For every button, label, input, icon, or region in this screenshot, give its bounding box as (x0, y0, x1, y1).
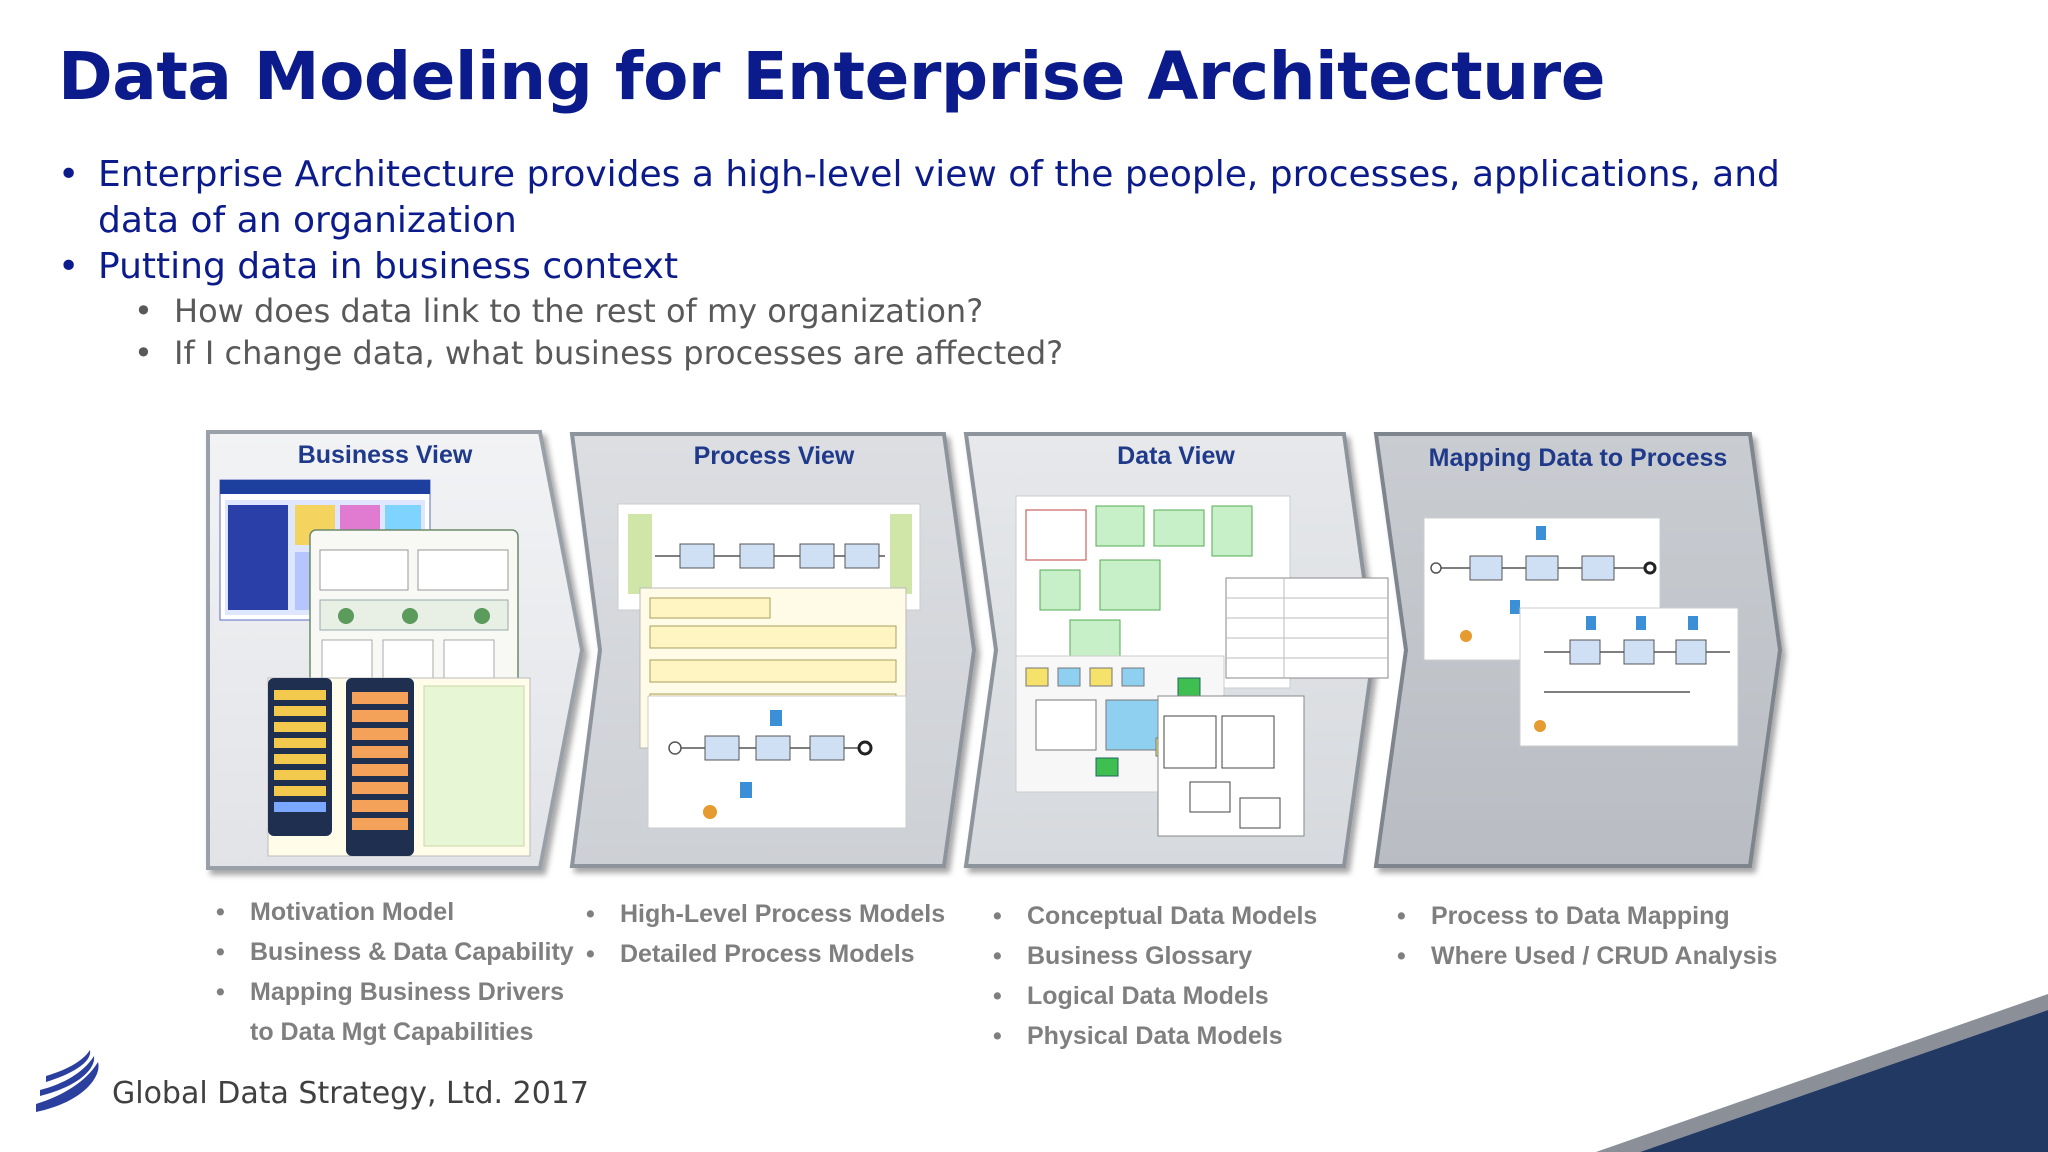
bullet-dot: • (216, 898, 225, 926)
bullet-dot: • (216, 978, 225, 1006)
bullet-text: Enterprise Architecture provides a high-… (98, 154, 1780, 241)
bullet-dot: • (993, 902, 1002, 930)
bullet-dot: • (1397, 942, 1406, 970)
list-item: •Motivation Model (216, 892, 574, 932)
bullet-list: • Enterprise Architecture provides a high… (58, 152, 1858, 374)
list-item: •Physical Data Models (993, 1016, 1317, 1056)
data-view-thumbnail (1015, 495, 1389, 837)
corner-accent-navy (1640, 1010, 2048, 1152)
sub-bullet-text: How does data link to the rest of my org… (174, 292, 984, 330)
list-item: •Business Glossary (993, 936, 1317, 976)
corner-accent-gray (1596, 994, 2048, 1152)
mapping-view-thumbnail (1423, 517, 1739, 747)
mapping-view-list: •Process to Data Mapping •Where Used / C… (1397, 896, 1777, 976)
slide-title: Data Modeling for Enterprise Architectur… (58, 38, 1605, 115)
bullet-dot: • (216, 938, 225, 966)
bullet-item: • Enterprise Architecture provides a high… (58, 152, 1858, 244)
bullet-dot: • (586, 900, 595, 928)
bullet-dot: • (58, 246, 80, 287)
panel-title-process-view: Process View (694, 442, 855, 470)
list-item: •Business & Data Capability (216, 932, 574, 972)
list-item: •Mapping Business Drivers (216, 972, 574, 1012)
bullet-dot: • (58, 154, 80, 195)
list-item: •Process to Data Mapping (1397, 896, 1777, 936)
data-view-list: •Conceptual Data Models •Business Glossa… (993, 896, 1317, 1056)
process-view-thumbnail (617, 503, 921, 829)
list-item: •Conceptual Data Models (993, 896, 1317, 936)
list-item: •Logical Data Models (993, 976, 1317, 1016)
panel-title-mapping-view: Mapping Data to Process (1429, 444, 1728, 472)
process-view-list: •High-Level Process Models •Detailed Pro… (586, 894, 945, 974)
business-view-thumbnail (219, 479, 531, 857)
bullet-dot: • (993, 1022, 1002, 1050)
bullet-dot: • (134, 292, 153, 330)
sub-bullet-item: • If I change data, what business process… (58, 332, 1858, 374)
bullet-dot: • (586, 940, 595, 968)
bullet-dot: • (134, 334, 153, 372)
list-item: •Where Used / CRUD Analysis (1397, 936, 1777, 976)
sub-bullet-item: • How does data link to the rest of my or… (58, 290, 1858, 332)
bullet-dot: • (993, 982, 1002, 1010)
swoosh-logo-icon (36, 1050, 99, 1112)
list-item-continuation: to Data Mgt Capabilities (250, 1018, 534, 1046)
list-item: •Detailed Process Models (586, 934, 945, 974)
business-view-list: •Motivation Model •Business & Data Capab… (216, 892, 574, 1052)
panel-title-business-view: Business View (298, 441, 473, 469)
list-item: •High-Level Process Models (586, 894, 945, 934)
footer-copyright: Global Data Strategy, Ltd. 2017 (112, 1076, 589, 1111)
panel-title-data-view: Data View (1117, 442, 1235, 470)
bullet-item: • Putting data in business context (58, 244, 1858, 290)
bullet-dot: • (993, 942, 1002, 970)
bullet-text: Putting data in business context (98, 246, 679, 287)
sub-bullet-text: If I change data, what business processe… (174, 334, 1064, 372)
bullet-dot: • (1397, 902, 1406, 930)
